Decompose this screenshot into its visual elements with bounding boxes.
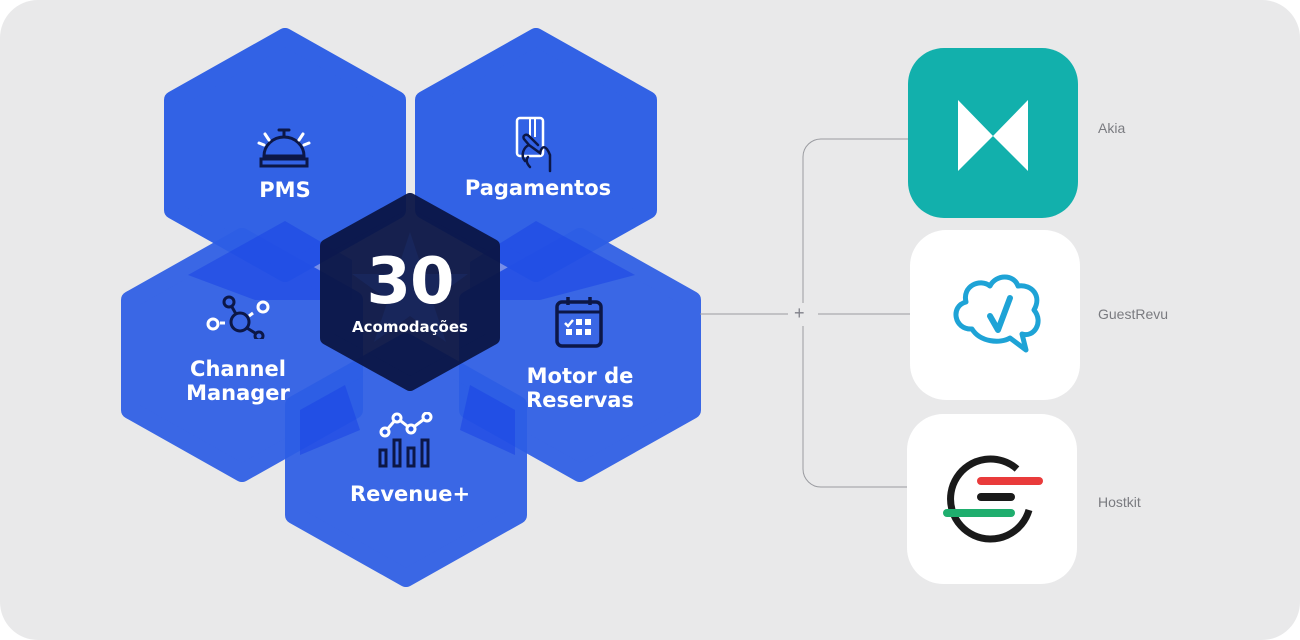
module-label-line: Motor de	[526, 364, 634, 388]
overlap-tint	[300, 385, 360, 455]
module-label-line: Manager	[186, 381, 290, 405]
plus-icon: +	[794, 303, 805, 323]
connector-branch-top	[802, 138, 910, 303]
module-label-pagamentos: Pagamentos	[464, 176, 612, 200]
overlap-tint	[188, 221, 352, 300]
partner-name-hostkit: Hostkit	[1098, 494, 1141, 510]
star-watermark-icon	[352, 232, 468, 342]
partner-tile-hostkit[interactable]	[907, 414, 1077, 584]
network-nodes-icon	[206, 295, 270, 339]
accommodation-label: Acomodações	[352, 318, 468, 336]
hex-center	[320, 193, 500, 391]
service-bell-icon	[257, 128, 311, 168]
hostkit-logo	[943, 455, 1043, 543]
overlap-tint	[460, 385, 515, 455]
guestrevu-logo	[953, 274, 1041, 353]
accommodation-count: 30	[366, 245, 454, 319]
module-label-line: Channel	[190, 357, 286, 381]
akia-logo	[958, 100, 1028, 171]
module-label-channel-manager: Channel Manager	[186, 357, 290, 405]
partner-name-guestrevu: GuestRevu	[1098, 306, 1169, 322]
overlap-tint	[470, 221, 635, 300]
chart-analytics-icon	[378, 412, 433, 468]
card-payment-icon	[515, 116, 552, 173]
partner-name-akia: Akia	[1098, 120, 1126, 136]
connector-branch-bottom	[802, 326, 910, 488]
partner-tile-akia[interactable]	[908, 48, 1078, 218]
partner-tile-guestrevu[interactable]	[910, 230, 1080, 400]
module-label-revenue: Revenue+	[349, 482, 471, 506]
module-label-pms: PMS	[259, 178, 311, 202]
module-label-motor-reservas: Motor de Reservas	[526, 364, 634, 412]
calendar-icon	[555, 297, 603, 348]
module-label-line: Reservas	[526, 388, 634, 412]
